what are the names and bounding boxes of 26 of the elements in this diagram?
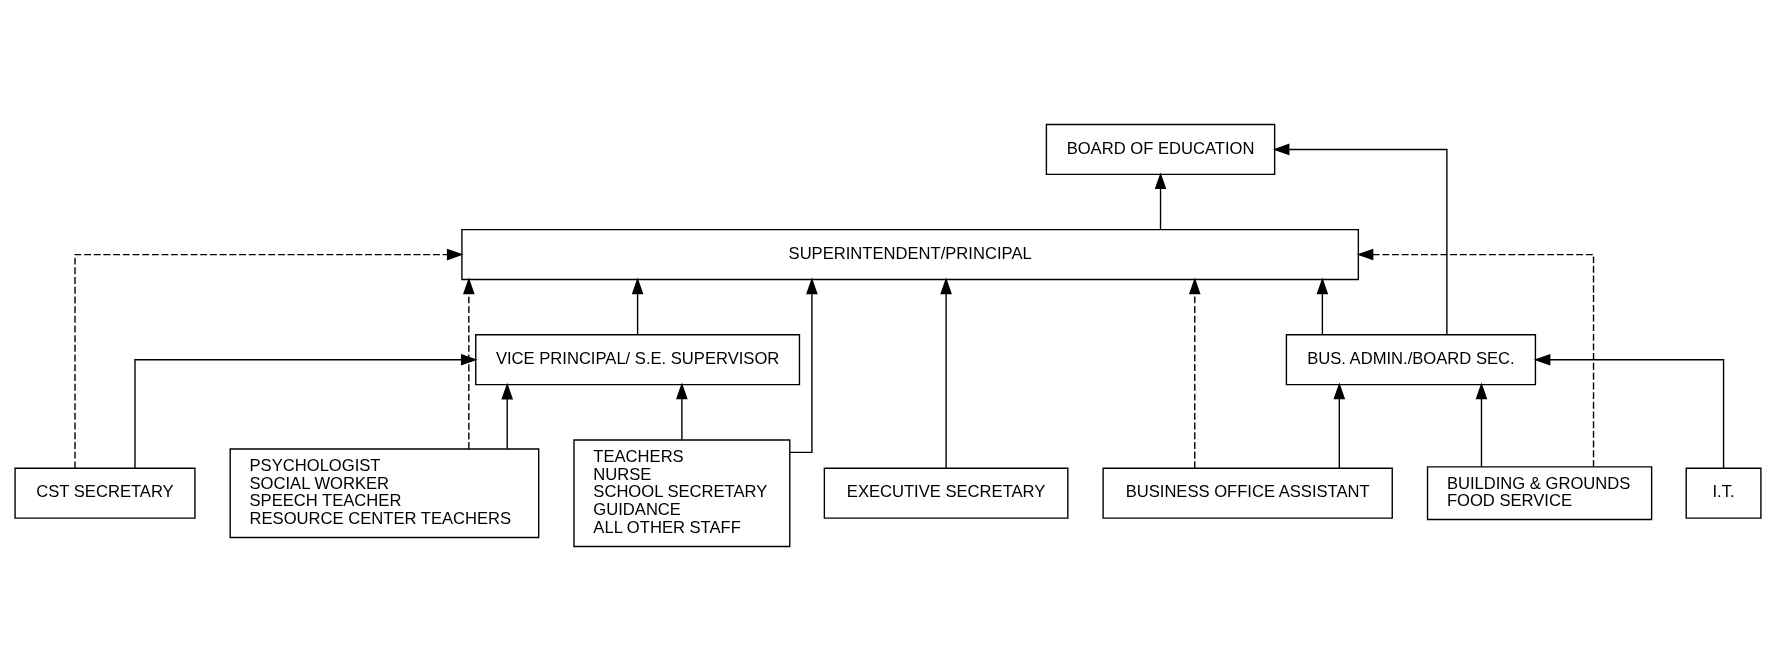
arrow xyxy=(1316,277,1329,336)
node-box: SUPERINTENDENT/PRINCIPAL xyxy=(461,229,1360,281)
node-box: BUSINESS OFFICE ASSISTANT xyxy=(1102,467,1393,519)
arrow xyxy=(1356,248,1595,468)
node-box: EXECUTIVE SECRETARY xyxy=(823,467,1069,519)
node-box: PSYCHOLOGIST SOCIAL WORKER SPEECH TEACHER RESOURCE CENTER TEACHERS xyxy=(229,448,540,539)
arrow xyxy=(134,353,478,469)
arrow xyxy=(631,277,644,336)
arrow xyxy=(676,382,688,441)
arrow xyxy=(501,382,514,450)
node-box: CST SECRETARY xyxy=(14,467,196,519)
node-box: VICE PRINCIPAL/ S.E. SUPERVISOR xyxy=(475,334,801,386)
arrow xyxy=(1533,353,1725,469)
node-box: I.T. xyxy=(1685,467,1762,519)
arrow xyxy=(940,277,952,469)
node-box: TEACHERS NURSE SCHOOL SECRETARY GUIDANCE ALL OTHER STAFF xyxy=(573,439,791,548)
node-box: BUS. ADMIN./BOARD SEC. xyxy=(1285,334,1537,386)
node-box: BOARD OF EDUCATION xyxy=(1045,123,1276,176)
arrow xyxy=(463,277,475,450)
arrow xyxy=(1154,172,1167,231)
arrow xyxy=(74,248,464,469)
arrow xyxy=(1272,143,1448,336)
arrow xyxy=(1333,382,1346,469)
arrow xyxy=(1188,277,1201,469)
node-box: BUILDING & GROUNDS FOOD SERVICE xyxy=(1426,466,1653,521)
arrow xyxy=(1475,382,1488,468)
